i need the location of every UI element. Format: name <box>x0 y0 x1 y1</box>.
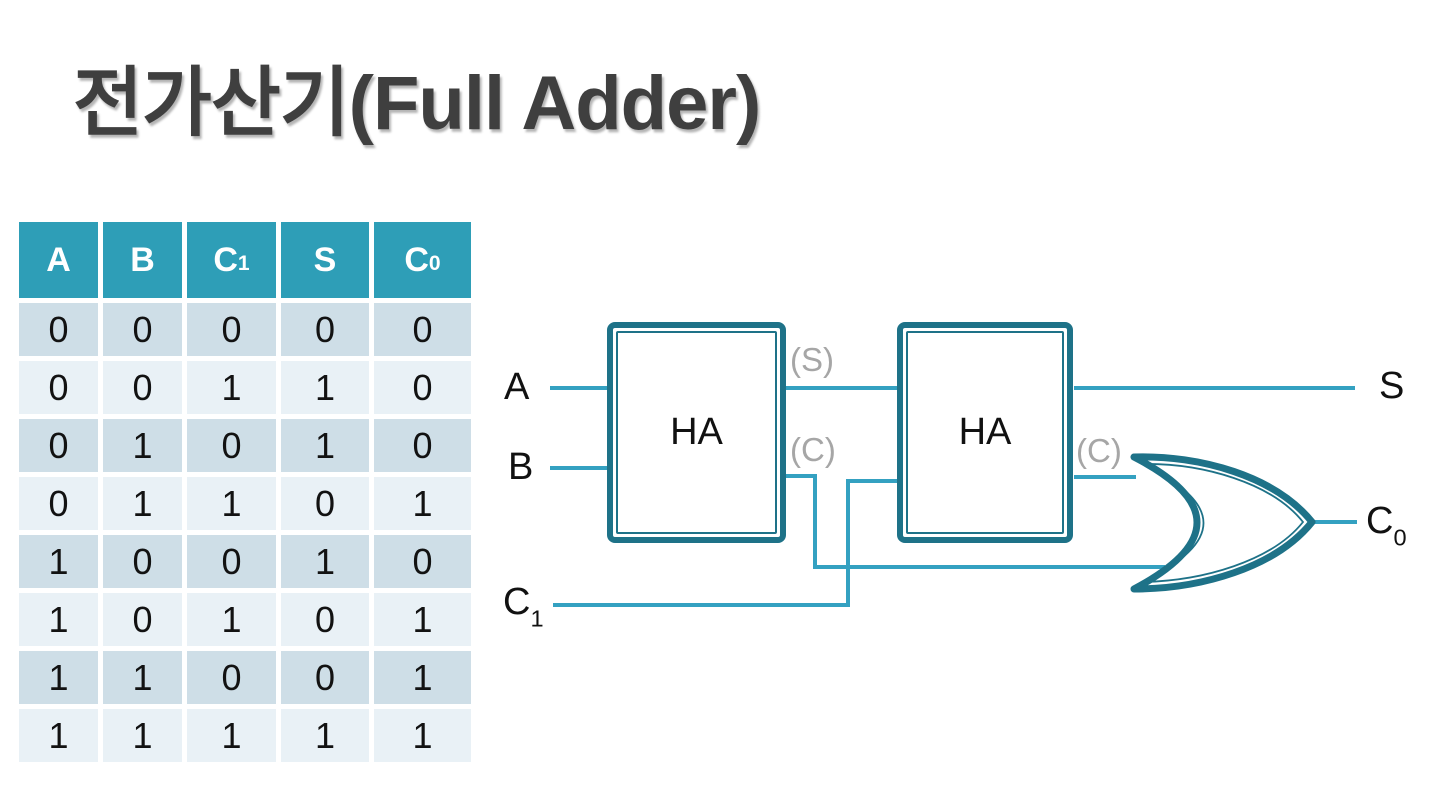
table-cell: 1 <box>103 477 182 530</box>
table-header-cell: B <box>103 222 182 298</box>
table-cell: 1 <box>374 593 471 646</box>
table-cell: 0 <box>187 535 276 588</box>
table-cell: 0 <box>374 419 471 472</box>
table-header-cell: A <box>19 222 98 298</box>
tag-ha1-carry: (C) <box>790 431 836 468</box>
table-cell: 1 <box>19 535 98 588</box>
wire-carry-out <box>1310 520 1357 524</box>
table-cell: 1 <box>19 651 98 704</box>
page-title: 전가산기(Full Adder) <box>73 61 761 146</box>
wire-carry-in-h1 <box>553 603 850 607</box>
table-cell: 0 <box>103 535 182 588</box>
table-cell: 1 <box>374 651 471 704</box>
wire-ha1-carry-v <box>813 474 817 569</box>
table-cell: 1 <box>19 709 98 762</box>
table-cell: 1 <box>103 419 182 472</box>
label-carry-out: C0 <box>1366 500 1407 551</box>
table-cell: 0 <box>374 361 471 414</box>
table-cell: 0 <box>187 651 276 704</box>
table-cell: 0 <box>19 477 98 530</box>
table-cell: 1 <box>374 709 471 762</box>
table-cell: 1 <box>103 651 182 704</box>
table-cell: 0 <box>281 303 369 356</box>
or-gate-icon <box>1130 453 1316 593</box>
table-cell: 0 <box>374 535 471 588</box>
table-cell: 1 <box>187 361 276 414</box>
table-cell: 0 <box>187 419 276 472</box>
table-cell: 0 <box>19 303 98 356</box>
label-input-a: A <box>504 366 530 408</box>
table-cell: 0 <box>19 361 98 414</box>
wire-carry-in-h2 <box>846 479 897 483</box>
table-cell: 0 <box>103 303 182 356</box>
table-cell: 1 <box>374 477 471 530</box>
tag-ha2-carry: (C) <box>1076 432 1122 469</box>
table-header-cell: S <box>281 222 369 298</box>
table-cell: 0 <box>19 419 98 472</box>
table-cell: 1 <box>187 477 276 530</box>
table-cell: 0 <box>374 303 471 356</box>
table-cell: 0 <box>187 303 276 356</box>
table-cell: 0 <box>103 361 182 414</box>
wire-carry-in-v <box>846 479 850 607</box>
table-cell: 1 <box>103 709 182 762</box>
wire-sum-out <box>1074 386 1355 390</box>
table-cell: 1 <box>281 535 369 588</box>
label-carry-in: C1 <box>503 581 544 632</box>
tag-ha1-sum: (S) <box>790 341 834 378</box>
label-input-b: B <box>508 446 534 488</box>
table-cell: 1 <box>187 593 276 646</box>
wire-input-b <box>550 466 607 470</box>
wire-input-a <box>550 386 607 390</box>
table-cell: 0 <box>281 477 369 530</box>
table-cell: 1 <box>187 709 276 762</box>
half-adder-2: HA <box>897 322 1073 543</box>
table-cell: 1 <box>281 419 369 472</box>
half-adder-2-label: HA <box>906 331 1064 534</box>
table-cell: 1 <box>281 709 369 762</box>
table-cell: 1 <box>19 593 98 646</box>
table-cell: 0 <box>103 593 182 646</box>
wire-ha1-carry-h1 <box>786 474 817 478</box>
table-cell: 1 <box>281 361 369 414</box>
wire-ha1-carry-h2 <box>813 565 1165 569</box>
wire-ha1-sum <box>786 386 897 390</box>
table-cell: 0 <box>281 593 369 646</box>
table-cell: 0 <box>281 651 369 704</box>
half-adder-1: HA <box>607 322 786 543</box>
wire-ha2-carry <box>1074 475 1136 479</box>
label-sum-out: S <box>1379 365 1405 407</box>
half-adder-1-label: HA <box>616 331 777 534</box>
